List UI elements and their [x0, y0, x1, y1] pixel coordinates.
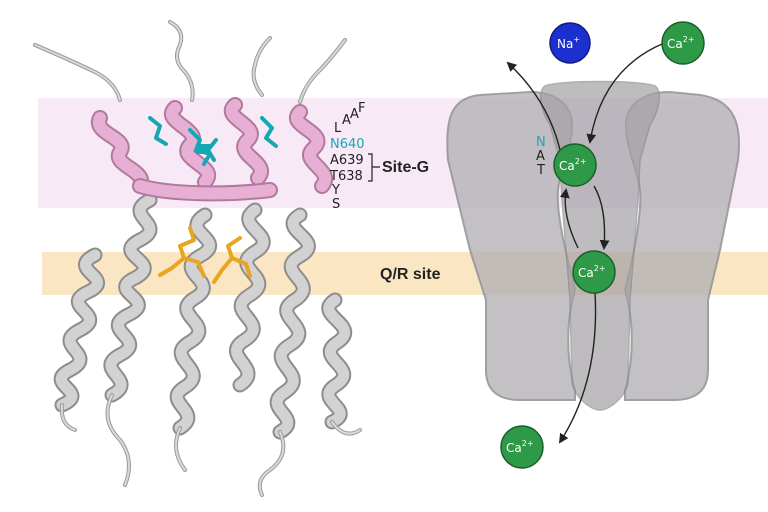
ca-symbol: Ca: [506, 441, 522, 455]
protein-structure: [33, 20, 362, 497]
svg-text:Na+: Na+: [557, 35, 580, 51]
ca-charge: 2+: [575, 157, 587, 166]
qr-site-residues: [158, 226, 252, 284]
svg-text:Ca2+: Ca2+: [506, 439, 534, 455]
n640-residue-core: [196, 144, 210, 154]
residue-label-y: Y: [331, 183, 340, 198]
ca-symbol: Ca: [667, 37, 683, 51]
ca-charge: 2+: [683, 35, 695, 44]
arrow-up-to-filter: [559, 188, 579, 249]
ion-na: Na+: [549, 22, 591, 64]
ca-symbol: Ca: [559, 159, 575, 173]
na-charge: +: [573, 35, 580, 44]
residue-label-t638: T638: [329, 169, 363, 184]
site-g-label: Site-G: [382, 159, 429, 176]
residue-label-a2: A: [350, 107, 359, 122]
n640-residues: [148, 116, 278, 166]
residue-label-n640: N640: [330, 137, 365, 152]
residue-label-l: L: [334, 121, 342, 136]
gray-helices: [53, 192, 353, 440]
filter-letters: N A T: [536, 135, 546, 178]
residue-label-s: S: [332, 197, 340, 212]
residue-label-a1: A: [342, 113, 351, 128]
svg-text:Ca2+: Ca2+: [578, 264, 606, 280]
filter-letter-a: A: [536, 149, 545, 164]
ca-symbol: Ca: [578, 266, 594, 280]
arrow-down-to-qr: [593, 185, 610, 250]
ion-flux-arrows: [506, 43, 663, 444]
residue-label-f: F: [358, 101, 365, 116]
arrow-ca-exit: [558, 291, 597, 444]
filter-letter-n: N: [536, 135, 546, 150]
svg-text:Ca2+: Ca2+: [667, 35, 695, 51]
ca-charge: 2+: [594, 264, 606, 273]
pink-helices: [91, 97, 333, 202]
svg-text:Ca2+: Ca2+: [559, 157, 587, 173]
ion-ca-qr: Ca2+: [572, 250, 616, 294]
ion-ca-top: Ca2+: [661, 21, 705, 65]
filter-letter-t: T: [536, 163, 545, 178]
arrow-exit-to-na: [506, 61, 561, 151]
site-g-bracket: [368, 153, 380, 182]
ion-ca-bottom: Ca2+: [500, 425, 544, 469]
na-symbol: Na: [557, 37, 573, 51]
ca-charge: 2+: [522, 439, 534, 448]
channel-schematic: [446, 80, 740, 411]
sequence-labels: L A A F N640 A639 T638 Y S Site-G: [329, 101, 429, 212]
qr-site-label: Q/R site: [380, 266, 441, 283]
ion-ca-filter: Ca2+: [553, 143, 597, 187]
coil-tails: [33, 20, 347, 104]
arrow-ca-entry: [586, 43, 663, 144]
bottom-coils: [59, 393, 362, 497]
residue-label-a639: A639: [330, 153, 364, 168]
